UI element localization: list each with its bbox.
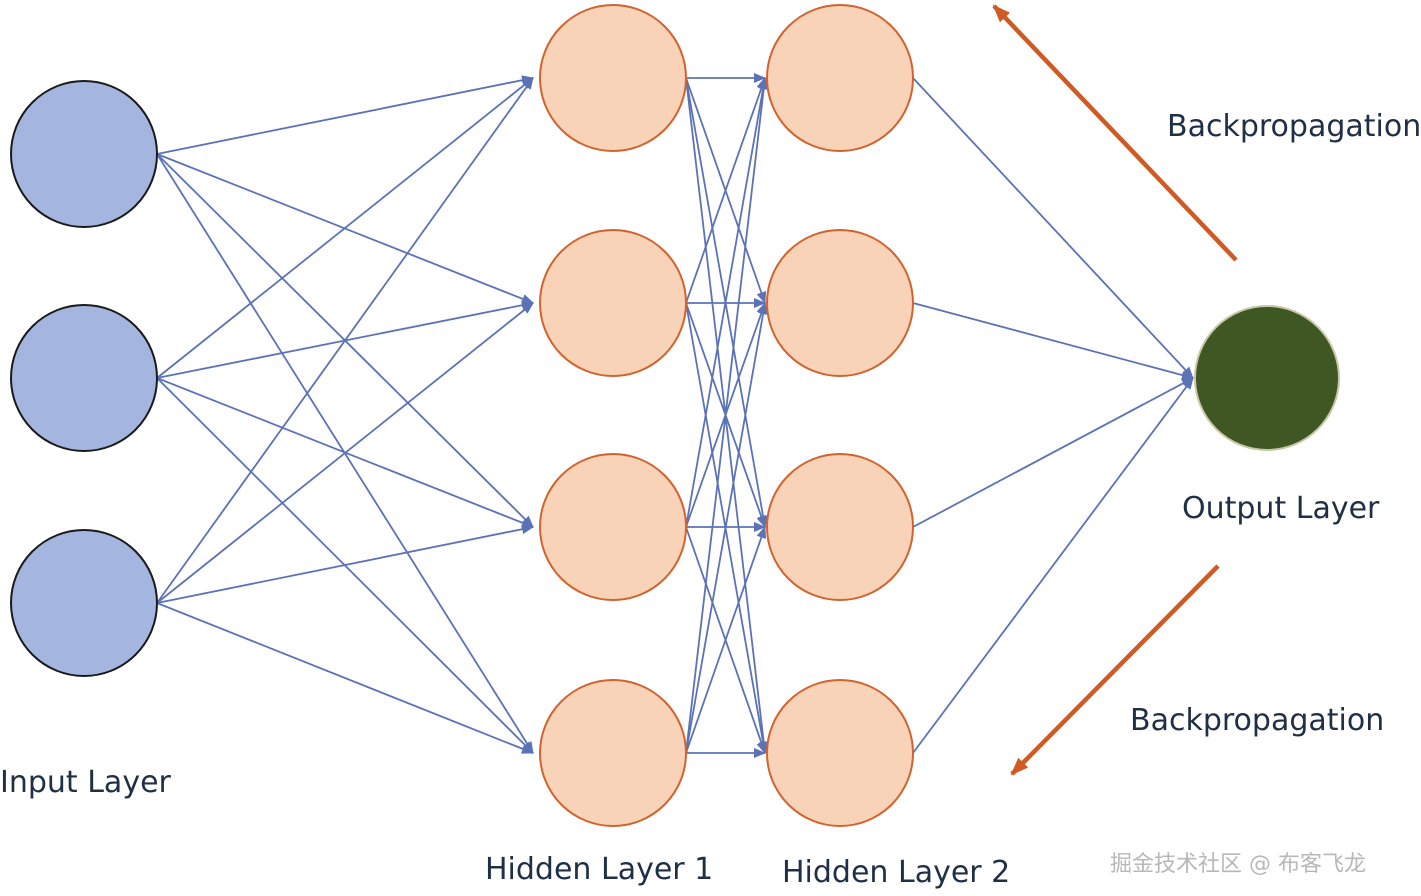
connections-group [156,73,1194,758]
edge-h1-3-to-h2-1 [685,77,769,528]
output-node-1 [1194,305,1340,451]
edge-h1-2-to-h2-1 [685,77,767,304]
edge-input-3-to-h1-2 [156,302,534,604]
edge-h1-4-to-h2-1 [685,77,769,754]
backprop-arrow-top [992,4,1238,262]
hidden-2-node-2 [766,229,914,377]
edge-h2-4-to-output [912,377,1194,754]
input-node-3 [10,529,158,677]
hidden-layer-1-label: Hidden Layer 1 [485,852,714,887]
edge-h2-3-to-output [912,377,1194,528]
input-node-2 [10,304,158,452]
edge-input-3-to-h1-1 [156,77,534,604]
edge-h1-4-to-h2-2 [685,302,769,754]
edge-input-1-to-h1-1 [156,75,534,155]
edge-input-2-to-h1-1 [156,77,534,379]
hidden-1-node-1 [539,4,687,152]
hidden-2-node-4 [766,679,914,827]
edge-input-3-to-h1-4 [156,602,534,754]
edge-h2-1-to-output [912,77,1194,379]
nodes-group [10,4,1340,827]
backprop-arrows-group [992,4,1238,776]
hidden-1-node-2 [539,229,687,377]
hidden-1-node-4 [539,679,687,827]
backpropagation-label-bottom: Backpropagation [1130,703,1385,738]
watermark: 掘金技术社区 @ 布客飞龙 [1110,852,1366,877]
edge-h2-2-to-output [912,302,1194,380]
hidden-1-node-3 [539,453,687,601]
input-layer-label: Input Layer [0,765,171,800]
edge-h1-4-to-h2-3 [685,526,767,754]
input-node-1 [10,80,158,228]
edge-input-3-to-h1-3 [156,524,534,604]
backprop-arrow-bottom [1010,564,1220,776]
hidden-layer-2-label: Hidden Layer 2 [782,855,1011,890]
backpropagation-label-top: Backpropagation [1167,109,1421,144]
hidden-2-node-3 [766,453,914,601]
output-layer-label: Output Layer [1182,491,1380,526]
hidden-2-node-1 [766,4,914,152]
